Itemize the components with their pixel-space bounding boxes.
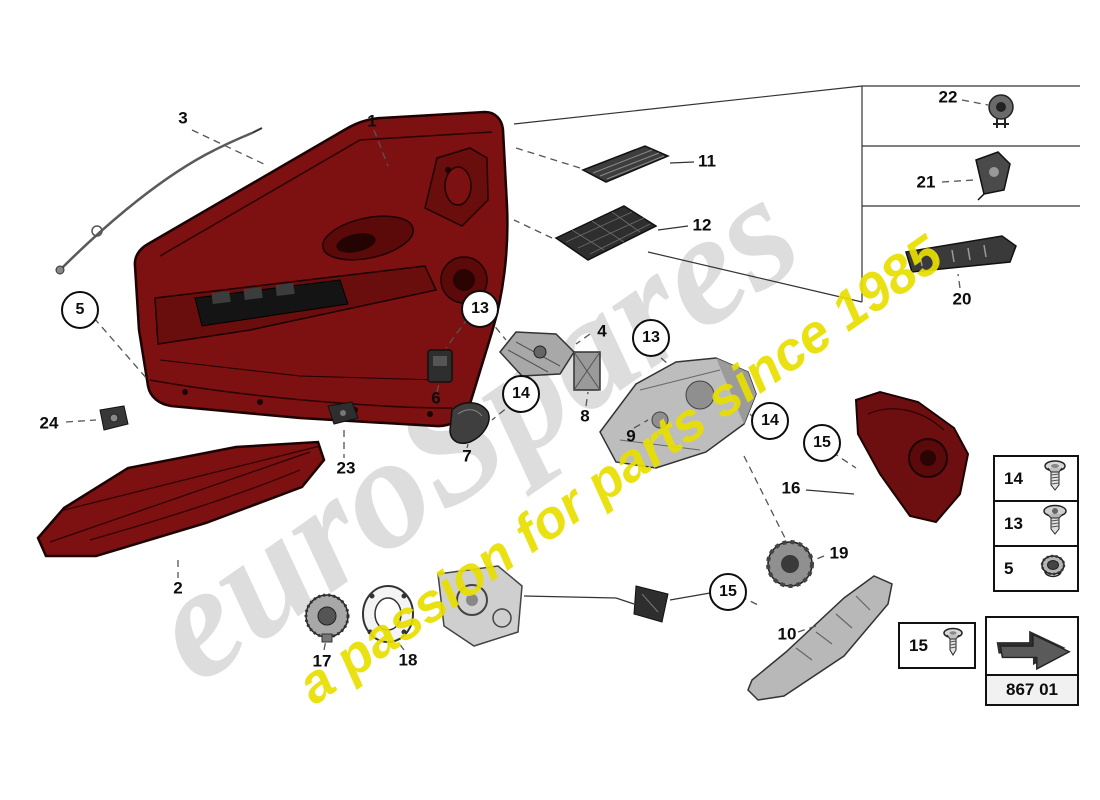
part-code: 867 01 <box>987 674 1077 704</box>
frame-lines <box>513 85 1080 605</box>
torx-screw-icon <box>1042 504 1068 543</box>
callout-6[interactable]: 6 <box>431 388 441 408</box>
callout-18[interactable]: 18 <box>398 650 418 670</box>
sill-trim-drawing <box>747 575 893 701</box>
clip-24-drawing <box>99 405 129 431</box>
callout-12[interactable]: 12 <box>692 215 712 235</box>
callout-5[interactable]: 5 <box>61 291 99 329</box>
fastener-legend: 14 13 5 <box>993 455 1079 592</box>
grommet-icon <box>1038 551 1068 586</box>
strip-20-drawing <box>905 235 1017 273</box>
direction-arrow-icon <box>987 618 1077 674</box>
legend-label-13: 13 <box>1004 513 1023 533</box>
small-screw-icon <box>941 627 965 664</box>
plate-drawing <box>573 351 601 391</box>
callout-7[interactable]: 7 <box>462 446 472 466</box>
pan-head-screw-icon <box>1042 459 1068 498</box>
callout-10[interactable]: 10 <box>777 624 797 644</box>
triangle-clip-drawing <box>633 585 669 623</box>
mount-plate-drawing <box>437 565 523 647</box>
callout-16[interactable]: 16 <box>781 478 801 498</box>
callout-8[interactable]: 8 <box>580 406 590 426</box>
speaker-grille-large <box>554 205 658 261</box>
legend-row-5[interactable]: 5 <box>993 545 1079 592</box>
callout-20[interactable]: 20 <box>952 289 972 309</box>
part-code-box[interactable]: 867 01 <box>985 616 1079 706</box>
speaker-grille-small <box>581 145 670 183</box>
leader-lines <box>65 99 989 651</box>
bracket-21-drawing <box>975 151 1011 201</box>
switch-drawing <box>427 349 453 383</box>
screw-15-box[interactable]: 15 <box>898 622 976 669</box>
callout-4[interactable]: 4 <box>597 321 607 341</box>
door-trim-drawing <box>854 390 970 524</box>
callout-14b[interactable]: 14 <box>751 402 789 440</box>
callout-1[interactable]: 1 <box>367 111 377 131</box>
door-panel-drawing <box>133 110 509 428</box>
mirror-switch-drawing <box>304 593 350 643</box>
legend-label-15: 15 <box>909 635 928 655</box>
gasket-drawing <box>362 585 414 643</box>
armrest-drawing <box>36 440 326 558</box>
callout-11[interactable]: 11 <box>698 151 716 171</box>
callout-13a[interactable]: 13 <box>461 290 499 328</box>
grommet-22-drawing <box>988 94 1014 128</box>
clip-23-drawing <box>327 401 359 425</box>
callout-23[interactable]: 23 <box>336 458 356 478</box>
legend-row-14[interactable]: 14 <box>993 455 1079 502</box>
callout-15b[interactable]: 15 <box>709 573 747 611</box>
callout-9[interactable]: 9 <box>626 426 636 446</box>
callout-17[interactable]: 17 <box>312 651 332 671</box>
callout-3[interactable]: 3 <box>178 108 188 128</box>
callout-21[interactable]: 21 <box>916 172 936 192</box>
legend-row-13[interactable]: 13 <box>993 500 1079 547</box>
callout-24[interactable]: 24 <box>39 413 59 433</box>
carrier-bracket-drawing <box>599 357 757 469</box>
callout-2[interactable]: 2 <box>173 578 183 598</box>
callout-19[interactable]: 19 <box>829 543 849 563</box>
callout-22[interactable]: 22 <box>938 87 958 107</box>
callout-13b[interactable]: 13 <box>632 319 670 357</box>
tweeter-drawing <box>766 540 814 588</box>
callout-15a[interactable]: 15 <box>803 424 841 462</box>
legend-label-14: 14 <box>1004 468 1023 488</box>
legend-label-5: 5 <box>1004 558 1014 578</box>
lock-rod-drawing <box>55 127 263 275</box>
handle-trim-drawing <box>449 402 490 444</box>
callout-14a[interactable]: 14 <box>502 375 540 413</box>
